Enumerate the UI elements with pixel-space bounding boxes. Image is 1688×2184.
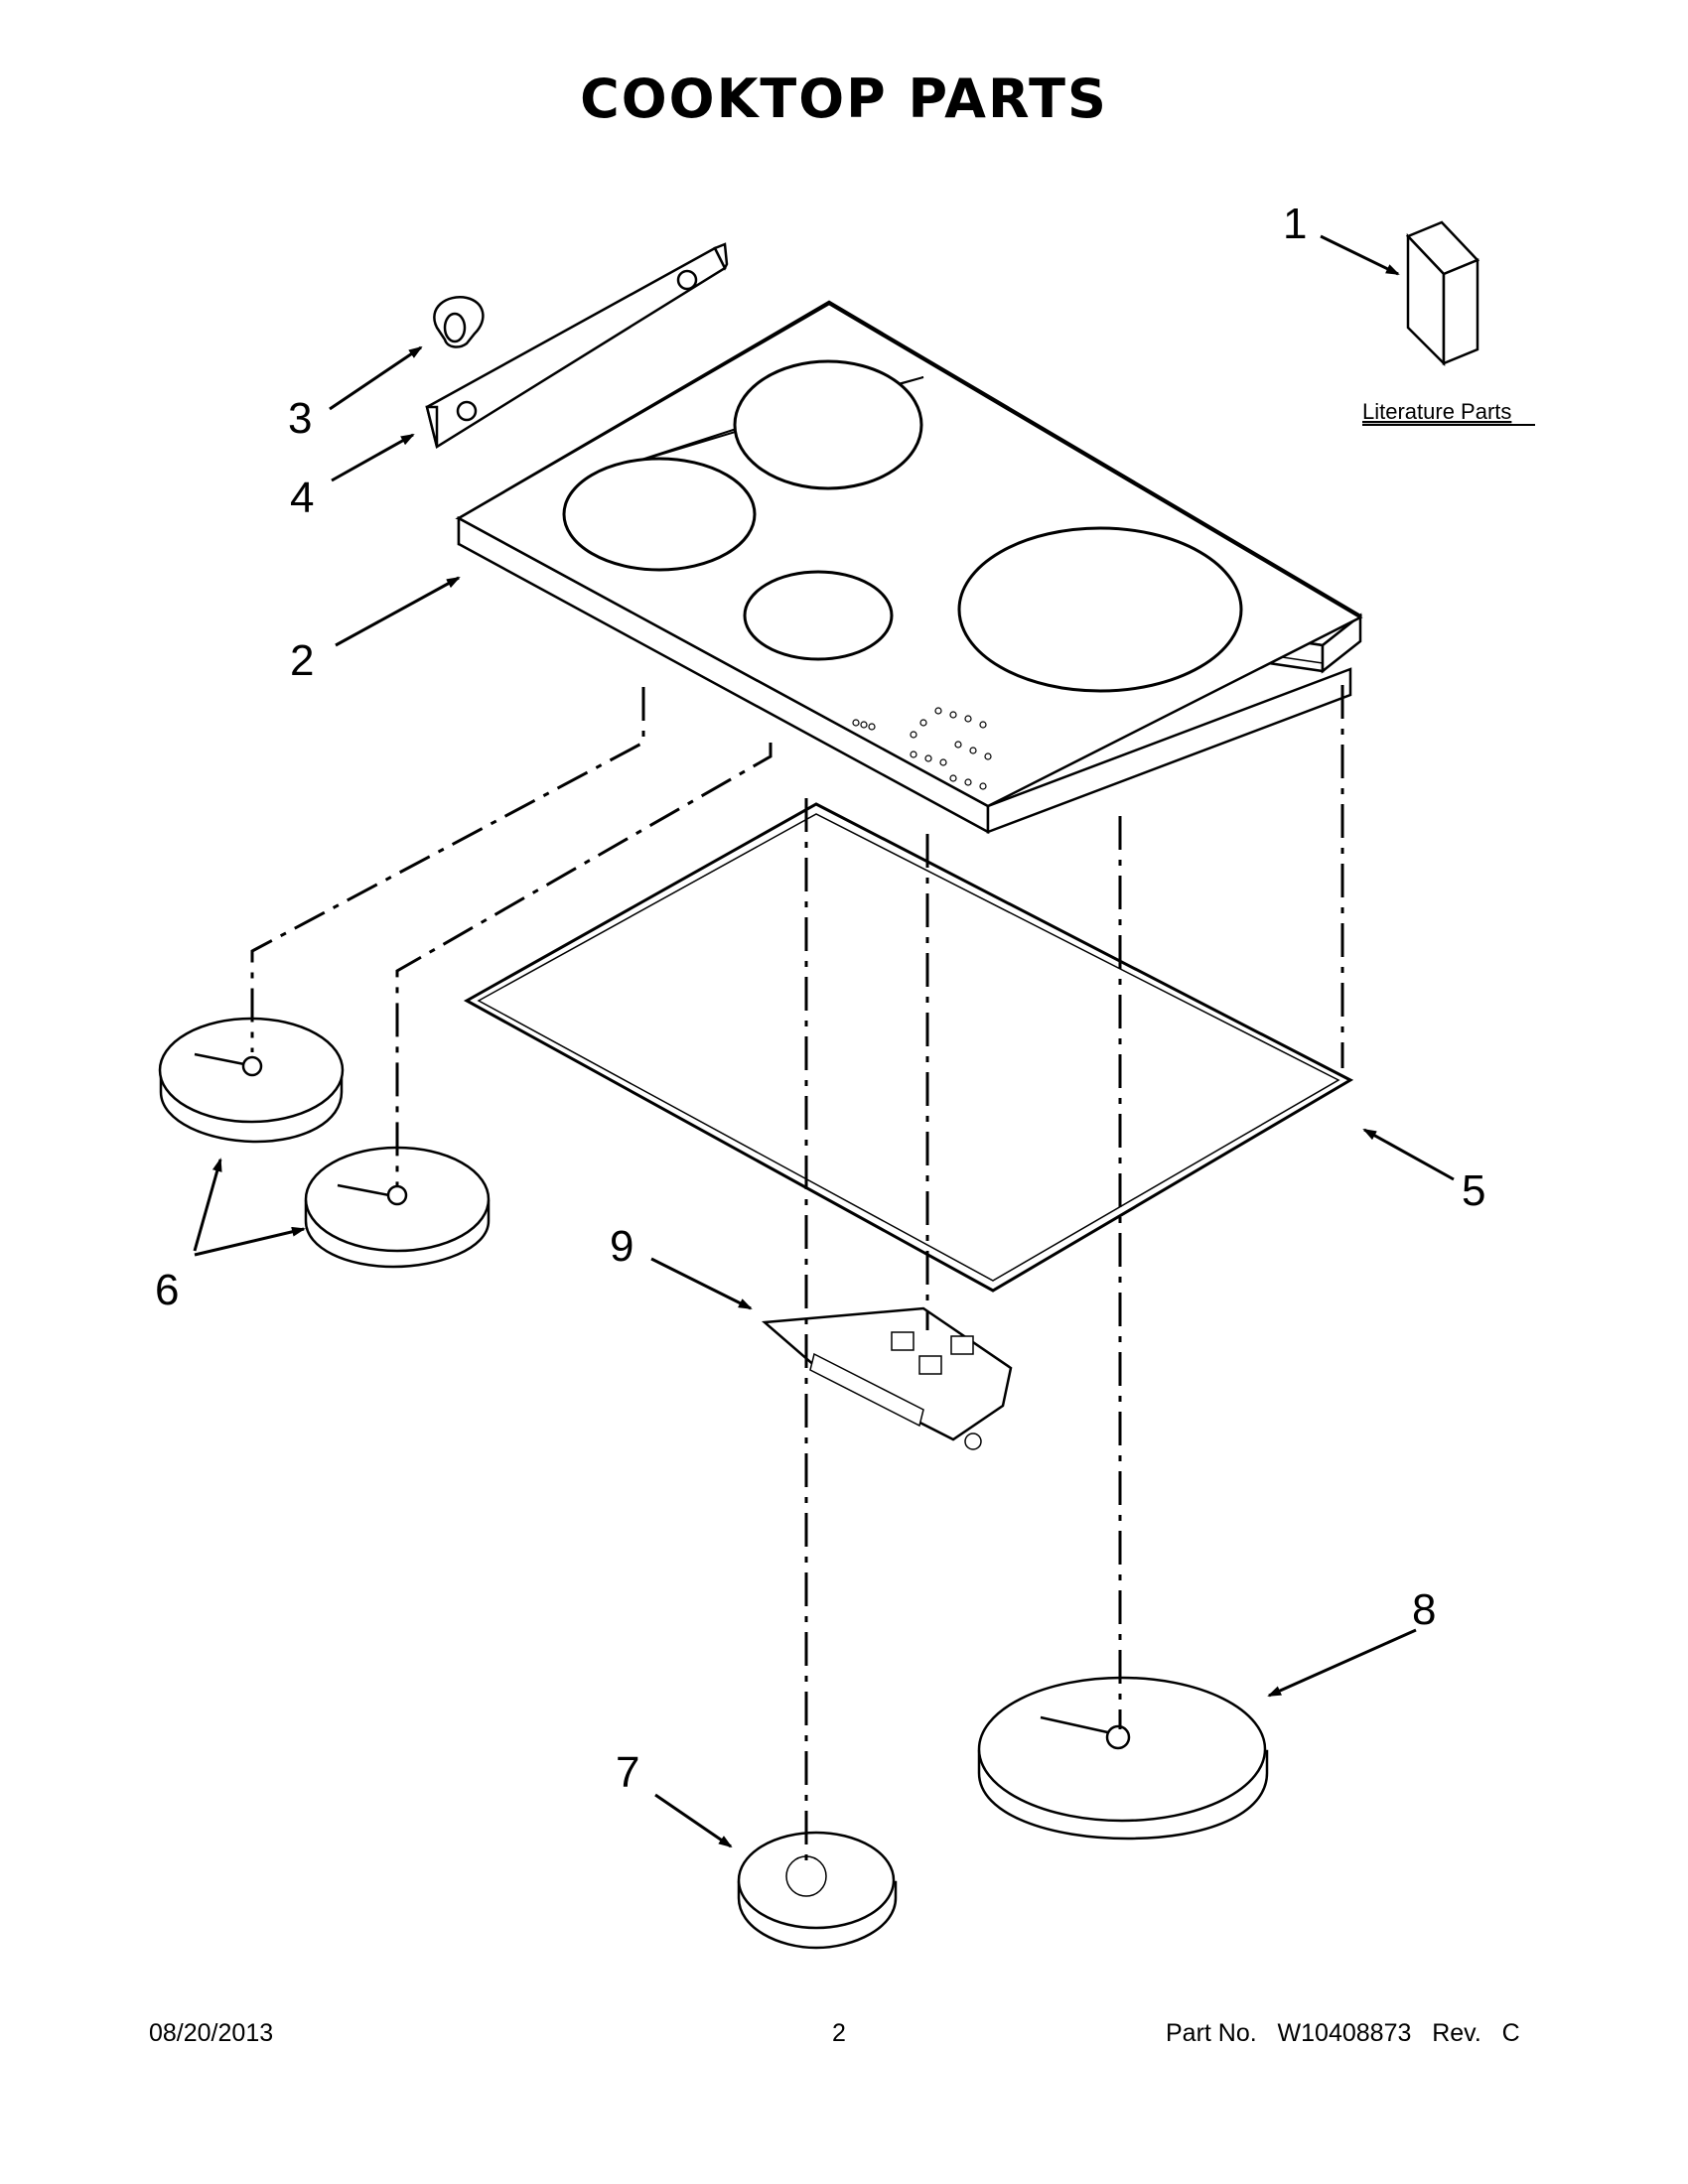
footer-page-number: 2 [832,2019,846,2047]
callout-8: 8 [1412,1585,1436,1634]
footer-date: 08/20/2013 [149,2019,274,2047]
gasket-seal [463,802,1354,1293]
part-number: W10408873 [1277,2019,1412,2047]
callout-7: 7 [616,1748,639,1797]
small-element-right [304,1146,491,1269]
callout-1: 1 [1283,200,1307,248]
large-element [977,1676,1269,1841]
control-board [761,1306,1013,1450]
part-label: Part No. [1166,2019,1257,2047]
leader-arrows [193,234,1455,1848]
literature-parts-label: Literature Parts [1362,399,1511,424]
page-title: COOKTOP PARTS [580,68,1108,130]
control-panel-icons [852,707,992,790]
callout-4: 4 [290,474,314,522]
rev-label: Rev. [1432,2019,1481,2047]
cooking-zones [562,359,1243,693]
callout-9: 9 [610,1222,633,1271]
rev-value: C [1501,2019,1520,2047]
callout-3: 3 [288,394,312,443]
callout-5: 5 [1462,1166,1485,1215]
footer-part-info: Part No. W10408873 Rev. C [1166,2019,1520,2048]
callout-6: 6 [155,1266,179,1314]
medium-element [737,1831,898,1950]
callout-2: 2 [290,636,314,685]
alignment-lines [250,685,1344,1866]
mounting-bracket-icon [425,242,729,449]
literature-book-icon [1405,220,1480,367]
bracket-clip-icon [433,296,485,348]
small-element-left [158,1017,345,1144]
